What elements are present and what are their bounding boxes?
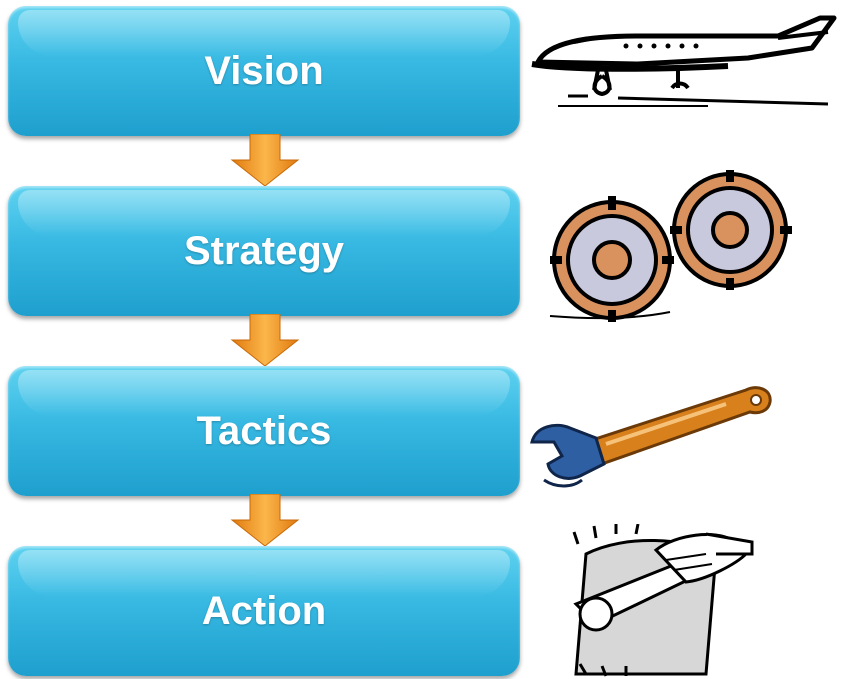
step-label: Vision bbox=[204, 48, 324, 93]
down-arrow-icon bbox=[230, 314, 300, 366]
step-label: Action bbox=[201, 588, 327, 633]
step-label: Tactics bbox=[196, 408, 332, 453]
airplane-icon bbox=[531, 15, 837, 107]
wrench-icon bbox=[530, 386, 772, 488]
gears-icon bbox=[549, 170, 792, 322]
hand-wrench-icon bbox=[572, 524, 754, 677]
step-label: Strategy bbox=[183, 228, 345, 273]
step-tactics: Tactics bbox=[8, 366, 520, 496]
down-arrow-icon bbox=[230, 494, 300, 546]
down-arrow-icon bbox=[230, 134, 300, 186]
step-strategy: Strategy bbox=[8, 186, 520, 316]
step-vision: Vision bbox=[8, 6, 520, 136]
step-action: Action bbox=[8, 546, 520, 676]
